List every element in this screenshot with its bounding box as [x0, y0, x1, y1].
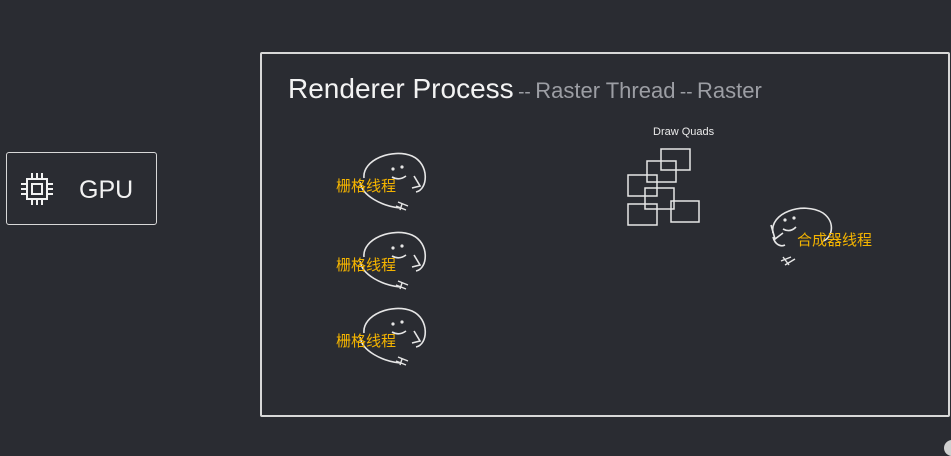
- title-separator: --: [679, 82, 693, 103]
- stacked-quads-icon: [627, 148, 700, 226]
- draw-quads-label: Draw Quads: [653, 126, 715, 138]
- raster-thread-subtitle: Raster Thread: [535, 78, 676, 103]
- smiley-thread-icon: [770, 207, 833, 266]
- chip-icon: [21, 173, 53, 205]
- gpu-label: GPU: [79, 176, 134, 204]
- smiley-thread-icon: [359, 231, 427, 290]
- smiley-thread-icon: [359, 307, 427, 366]
- raster-thread-label: 栅格线程: [336, 257, 397, 274]
- title-separator: --: [518, 82, 531, 103]
- renderer-process-box: [260, 52, 950, 417]
- smiley-thread-icon: [359, 152, 427, 211]
- raster-thread-label: 栅格线程: [336, 178, 397, 195]
- raster-subtitle: Raster: [697, 78, 762, 103]
- gpu-box: [6, 152, 157, 225]
- corner-handle: [944, 440, 951, 456]
- renderer-title-line: Renderer Process -- Raster Thread -- Ras…: [288, 73, 762, 105]
- compositor-thread-label: 合成器线程: [797, 232, 873, 249]
- renderer-title: Renderer Process: [288, 73, 514, 104]
- raster-thread-label: 栅格线程: [336, 333, 397, 350]
